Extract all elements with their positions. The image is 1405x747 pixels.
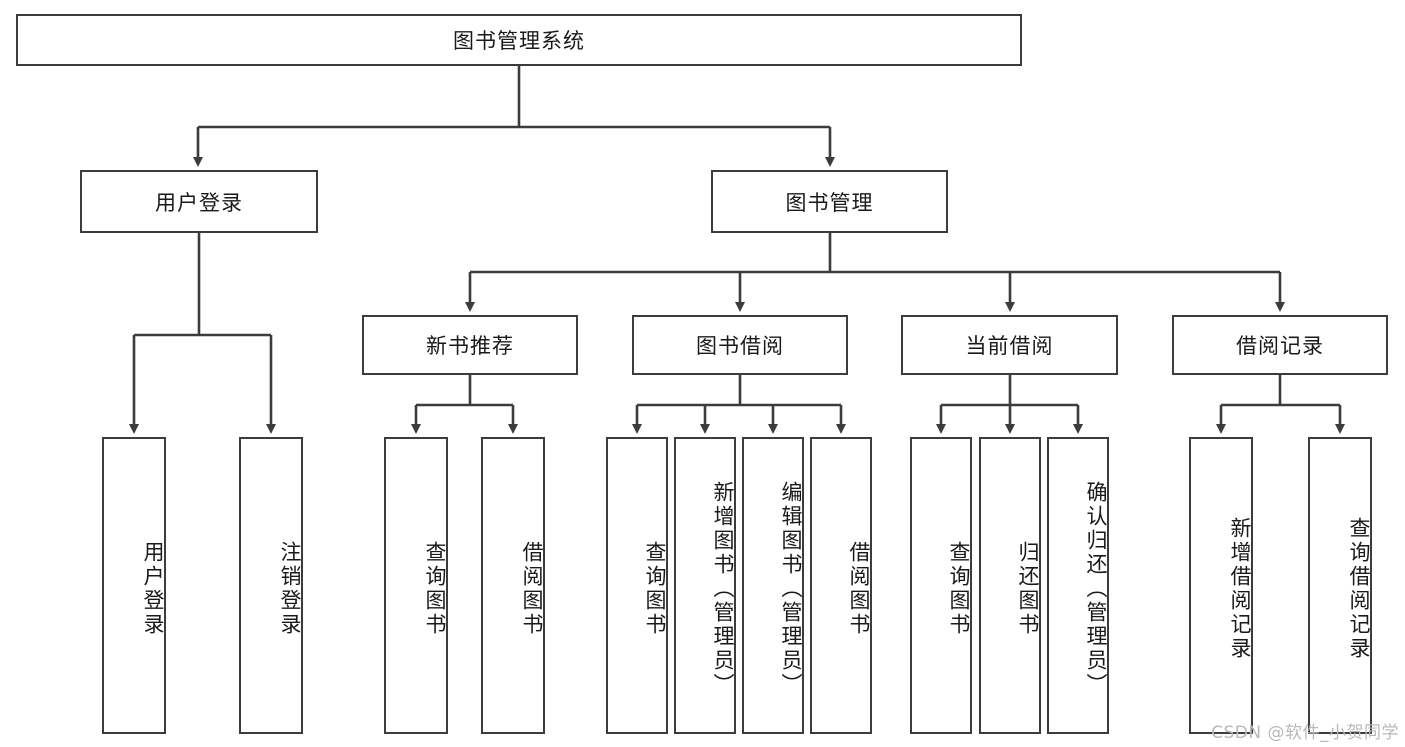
leaf-borrow-add-book-admin[interactable]: 新增图书（管理员） bbox=[674, 437, 736, 734]
node-label: 新增借阅记录 bbox=[1228, 516, 1252, 661]
node-label: 图书借阅 bbox=[696, 334, 784, 358]
csdn-watermark: CSDN @软件_小贺同学 bbox=[1211, 723, 1399, 743]
node-label: 图书管理 bbox=[785, 190, 874, 215]
node-book-borrow[interactable]: 图书借阅 bbox=[632, 315, 848, 375]
node-book-management[interactable]: 图书管理 bbox=[711, 170, 948, 233]
node-user-login[interactable]: 用户登录 bbox=[80, 170, 318, 233]
leaf-record-add-borrow-record[interactable]: 新增借阅记录 bbox=[1189, 437, 1253, 734]
node-label: 归还图书 bbox=[1016, 540, 1040, 637]
leaf-recommend-borrow-book[interactable]: 借阅图书 bbox=[481, 437, 545, 734]
node-label: 确认归还（管理员） bbox=[1084, 480, 1108, 697]
leaf-user-login-login[interactable]: 用户登录 bbox=[102, 437, 166, 734]
node-label: 借阅图书 bbox=[520, 540, 544, 637]
node-new-book-recommend[interactable]: 新书推荐 bbox=[362, 315, 578, 375]
leaf-current-return-book[interactable]: 归还图书 bbox=[979, 437, 1041, 734]
node-label: 查询图书 bbox=[423, 540, 447, 637]
node-label: 当前借阅 bbox=[965, 334, 1054, 358]
node-label: 查询图书 bbox=[643, 540, 667, 637]
node-label: 查询图书 bbox=[947, 540, 971, 637]
leaf-current-query-book[interactable]: 查询图书 bbox=[910, 437, 972, 734]
node-current-borrow[interactable]: 当前借阅 bbox=[901, 315, 1118, 375]
leaf-record-query-borrow-record[interactable]: 查询借阅记录 bbox=[1308, 437, 1372, 734]
node-label: 用户登录 bbox=[141, 540, 165, 637]
node-label: 新书推荐 bbox=[426, 334, 514, 358]
leaf-recommend-query-book[interactable]: 查询图书 bbox=[384, 437, 448, 734]
node-label: 新增图书（管理员） bbox=[711, 480, 735, 697]
node-label: 用户登录 bbox=[155, 190, 243, 215]
node-label: 借阅图书 bbox=[847, 540, 871, 637]
leaf-current-confirm-return-admin[interactable]: 确认归还（管理员） bbox=[1047, 437, 1109, 734]
node-label: 注销登录 bbox=[278, 540, 302, 637]
node-label: 图书管理系统 bbox=[453, 29, 585, 53]
leaf-borrow-edit-book-admin[interactable]: 编辑图书（管理员） bbox=[742, 437, 804, 734]
node-label: 查询借阅记录 bbox=[1347, 516, 1371, 661]
leaf-borrow-query-book[interactable]: 查询图书 bbox=[606, 437, 668, 734]
leaf-borrow-borrow-book[interactable]: 借阅图书 bbox=[810, 437, 872, 734]
node-label: 借阅记录 bbox=[1236, 334, 1324, 358]
node-root-book-management-system[interactable]: 图书管理系统 bbox=[16, 14, 1022, 66]
node-label: 编辑图书（管理员） bbox=[779, 480, 803, 697]
node-borrow-record[interactable]: 借阅记录 bbox=[1172, 315, 1388, 375]
leaf-user-login-logout[interactable]: 注销登录 bbox=[239, 437, 303, 734]
